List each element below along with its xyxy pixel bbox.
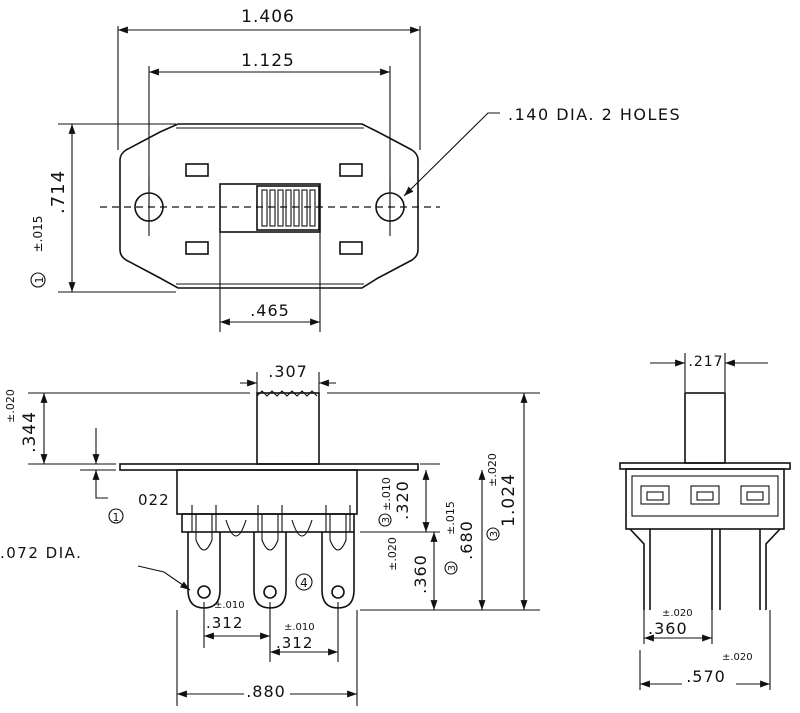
knob-ridge — [293, 189, 300, 227]
slot-width-label: .465 — [250, 301, 290, 320]
terminal-length-tolerance: ±.020 — [386, 537, 399, 571]
side-pin-tolerance: ±.020 — [662, 608, 693, 619]
terminal-hole-label: .072 DIA. — [0, 544, 82, 562]
terminal-note-number: 4 — [300, 576, 308, 590]
front-terminals — [187, 505, 355, 609]
holes-leader — [403, 112, 500, 197]
side-contact — [740, 485, 770, 505]
side-pin-spacing-label: .360 — [648, 619, 688, 638]
opening-bottom-right — [339, 241, 363, 255]
side-view: .217 ±.020 .360 ±.020 .570 — [619, 352, 791, 690]
top-view: 1.406 1.125 .140 DIA. 2 HOLES .465 1 ±.0… — [30, 4, 681, 332]
contact-spring — [225, 519, 247, 537]
opening-top-left — [185, 163, 209, 177]
opening-bottom-left — [185, 241, 209, 255]
body-tolerance: ±.010 — [380, 477, 393, 511]
switch-body — [176, 469, 358, 515]
body-note-number: 3 — [381, 517, 392, 523]
body-total-note-number: 3 — [447, 565, 458, 571]
hole-spacing-label: 1.125 — [241, 51, 295, 71]
side-actuator — [684, 392, 726, 464]
side-contact — [640, 485, 670, 505]
plate-thickness-label: 022 — [138, 491, 170, 509]
actuator-width-label: .307 — [268, 362, 308, 381]
front-view: .307 ±.020 .344 1 022 .072 DIA. ±.010 .3… — [0, 360, 540, 706]
body-total-label: .680 — [457, 520, 476, 560]
actuator-height-tolerance: ±.020 — [4, 389, 17, 423]
knob-ridge — [285, 189, 292, 227]
side-body — [625, 468, 785, 530]
terminal-length-label: .360 — [411, 554, 430, 594]
terminal-2 — [253, 505, 287, 609]
side-contacts — [640, 485, 770, 505]
terminal-3 — [321, 505, 355, 609]
overall-height-tolerance: ±.020 — [486, 453, 499, 487]
mounting-plate — [119, 463, 419, 471]
knob-ridge — [301, 189, 308, 227]
side-plate — [619, 462, 791, 470]
contact-spring — [291, 519, 313, 537]
height-note-number: 1 — [33, 277, 46, 284]
slider-knob — [256, 185, 320, 231]
knob-ridge — [261, 189, 268, 227]
overall-length-label: 1.406 — [241, 7, 295, 27]
overall-height-label: 1.024 — [499, 473, 519, 527]
side-body-width-label: .570 — [686, 667, 726, 686]
knob-ridge — [269, 189, 276, 227]
knob-ridge — [277, 189, 284, 227]
side-contact — [690, 485, 720, 505]
body-height-label: .320 — [393, 480, 412, 520]
side-pin-left — [629, 528, 645, 610]
actuator — [256, 392, 320, 465]
holes-note-label: .140 DIA. 2 HOLES — [508, 105, 681, 124]
slider-slot — [219, 183, 321, 233]
side-pin-right — [765, 528, 781, 610]
height-label: .714 — [48, 170, 69, 214]
terminal-1 — [187, 505, 221, 609]
overall-width-label: .880 — [246, 682, 286, 701]
plate-note-number: 1 — [113, 511, 120, 524]
terminal-spacing-1-label: .312 — [206, 614, 243, 632]
terminal-hole-leader — [137, 565, 191, 591]
terminal-spacing-1-tolerance: ±.010 — [214, 600, 245, 611]
knob-ridge — [309, 189, 316, 227]
side-body-tolerance: ±.020 — [722, 652, 753, 663]
side-actuator-width-label: .217 — [688, 354, 723, 370]
overall-height-note-number: 3 — [489, 531, 500, 537]
top-view-outline — [119, 123, 419, 289]
terminal-spacing-2-label: .312 — [276, 634, 313, 652]
terminal-spacing-2-tolerance: ±.010 — [284, 622, 315, 633]
body-total-tolerance: ±.015 — [444, 501, 457, 535]
opening-top-right — [339, 163, 363, 177]
height-tolerance-label: ±.015 — [31, 216, 45, 253]
actuator-height-label: .344 — [20, 411, 40, 453]
